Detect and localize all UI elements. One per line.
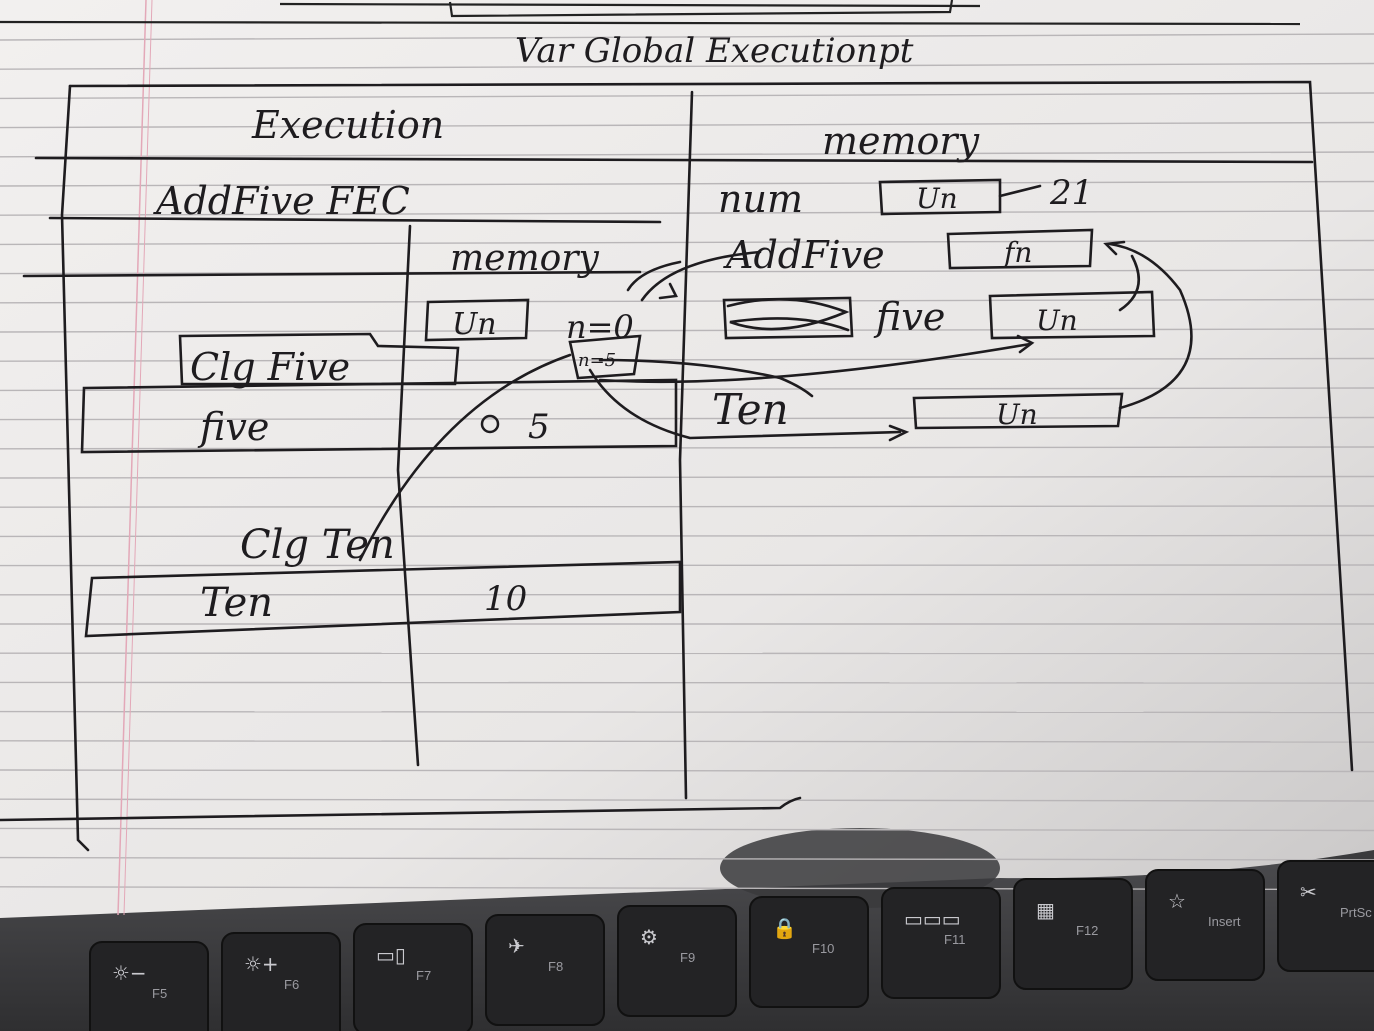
global-memory-name: num: [718, 177, 803, 221]
key-f11[interactable]: ▭▭▭F11: [881, 887, 1001, 999]
global-memory-box-value: Un: [1036, 304, 1078, 337]
call-five-label: Clg Five: [190, 345, 350, 389]
calculator-icon: ▦: [1036, 898, 1055, 922]
margin-line-2: [123, 0, 153, 916]
key-f7[interactable]: ▭▯ F7: [353, 923, 473, 1031]
lock-icon: 🔒: [772, 916, 797, 940]
ten-row-value: 10: [484, 579, 527, 619]
memory-heading: memory: [822, 119, 980, 163]
global-memory-name: five: [873, 295, 945, 339]
global-memory-value: 21: [1049, 173, 1093, 213]
fec-heading: AddFive FEC: [153, 179, 410, 223]
execution-heading: Execution: [251, 103, 444, 147]
call-ten-label: Clg Ten: [240, 522, 395, 568]
notebook-paper: [0, 0, 1374, 918]
star-icon: ☆: [1168, 889, 1186, 913]
key-f12[interactable]: ▦ F12: [1013, 878, 1133, 990]
brightness-down-icon: ☼−: [112, 961, 147, 985]
key-label: PrtSc: [1340, 905, 1372, 920]
key-label: F9: [680, 950, 695, 965]
global-memory-name: Ten: [712, 385, 789, 434]
key-label: F8: [548, 959, 563, 974]
global-memory-box-value: fn: [1002, 236, 1032, 269]
screenshot-icon: ✂: [1300, 880, 1317, 904]
key-f10[interactable]: 🔒 F10: [749, 896, 869, 1008]
crossed-circle-mark: [480, 414, 500, 434]
airplane-mode-icon: ✈: [508, 934, 525, 958]
keyboard-backlight-icon: ▭▭▭: [904, 907, 961, 931]
key-f8[interactable]: ✈ F8: [485, 914, 605, 1026]
display-switch-icon: ▭▯: [376, 943, 406, 967]
key-label: F7: [416, 968, 431, 983]
key-f6[interactable]: ☼+ F6: [221, 932, 341, 1031]
fec-memory-heading: memory: [450, 238, 599, 279]
key-insert[interactable]: ☆ Insert: [1145, 869, 1265, 981]
function-key-row: ☼− F5 ☼+ F6 ▭▯ F7 ✈ F8 ⚙ F9 🔒 F10 ▭▭▭F11 ▦ F12 ☆ Insert ✂…: [89, 860, 1374, 1031]
key-label: Insert: [1208, 914, 1241, 929]
page-title: Var Global Executionpt: [515, 31, 914, 71]
global-memory-box-value: Un: [996, 398, 1038, 431]
margin-line: [117, 0, 147, 916]
key-f9[interactable]: ⚙ F9: [617, 905, 737, 1017]
key-prtsc[interactable]: ✂ PrtSc: [1277, 860, 1374, 972]
key-label: F12: [1076, 923, 1098, 938]
key-f5[interactable]: ☼− F5: [89, 941, 209, 1031]
diagram-lines: [0, 80, 1354, 852]
key-label: F10: [812, 941, 834, 956]
key-label: F11: [944, 932, 965, 947]
five-row-value: 5: [528, 407, 550, 447]
previous-drawing-fragment: [0, 0, 1301, 26]
brightness-up-icon: ☼+: [244, 952, 279, 976]
settings-gear-icon: ⚙: [640, 925, 658, 949]
key-label: F5: [152, 986, 167, 1001]
fec-memory-un-box: Un: [452, 307, 497, 342]
five-row-label: five: [197, 405, 269, 449]
key-label: F6: [284, 977, 299, 992]
ten-row-label: Ten: [200, 580, 273, 626]
global-memory-name: AddFive: [723, 233, 885, 277]
global-memory-box-value: Un: [916, 182, 958, 215]
n-eq-5-box: n=5: [578, 350, 616, 371]
fec-memory-n-value: n=0: [566, 308, 634, 346]
